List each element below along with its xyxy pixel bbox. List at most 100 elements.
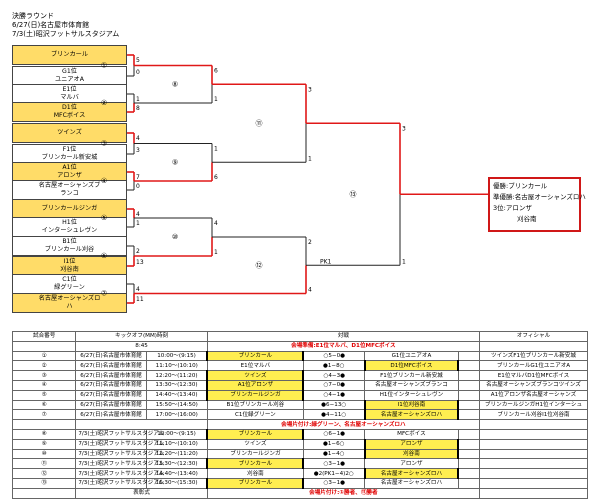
match-number: ⑩ — [172, 233, 178, 241]
team-line-1: A1位 — [62, 164, 77, 171]
match-number: ③ — [101, 140, 107, 148]
team1-cell: ツインズ — [206, 370, 305, 381]
team-line-1: D1位 — [62, 104, 77, 111]
team1-cell: ブリンカール — [206, 477, 305, 489]
match-number-cell: ⑬ — [11, 477, 77, 489]
match-number-cell: ③ — [11, 370, 77, 381]
score-label: 4 — [214, 220, 218, 227]
match-number-cell: ⑪ — [11, 458, 77, 470]
venue-note-cell: 会場片付け:緑グリーン、名古屋オーシャンズロハ — [206, 419, 480, 430]
match-number: ② — [101, 99, 107, 107]
score-label: 3 — [308, 86, 312, 93]
team-line-2: MFCボイス — [53, 112, 86, 119]
score-cell: ○4−1● — [302, 389, 366, 401]
team-line-1: B1位 — [62, 238, 77, 245]
score-label: 3 — [402, 125, 406, 132]
team2-cell: アロンザ — [363, 438, 460, 450]
team1-cell: ブリンカール — [206, 350, 305, 362]
team-line-2: ブリンカール新安城 — [41, 154, 98, 161]
spacer-cell — [457, 477, 480, 489]
match-number-cell: ⑨ — [11, 438, 77, 450]
page-title: 決勝ラウンド — [12, 12, 54, 20]
score-label: 6 — [214, 174, 218, 181]
match-number: ⑦ — [101, 290, 107, 298]
runner-up-line: 準優勝:名古屋オーシャンズロハ — [493, 193, 586, 201]
spacer-cell — [457, 389, 480, 401]
date-venue-cell: 6/27(日)名古屋市体育館 — [75, 379, 147, 391]
spacer-cell — [457, 458, 480, 470]
team-line-1: 名古屋オーシャンズロ — [38, 295, 101, 302]
match-number: ① — [101, 62, 107, 70]
match-number: ④ — [101, 177, 107, 185]
official-cell: E1位マルバD1位MFCボイス — [478, 370, 589, 381]
score-cell: ○4−3● — [302, 370, 366, 381]
team-line-2: ユニアオA — [55, 76, 84, 83]
score-label: 4 — [136, 135, 140, 142]
spacer-cell — [457, 468, 480, 479]
date-venue-cell: 7/3(土)昭沢フットサルスタジアム — [75, 477, 164, 489]
team-line-1: ブリンカールジンガ — [41, 205, 98, 212]
date-venue-cell: 7/3(土)昭沢フットサルスタジアム — [75, 458, 164, 470]
score-label: 3 — [136, 147, 140, 154]
spacer-cell — [457, 409, 480, 421]
kickoff-time-cell: 12:20〜(11:20) — [145, 370, 208, 381]
score-label: 0 — [136, 183, 140, 190]
score-label: 1 — [136, 96, 140, 103]
empty-cell — [11, 340, 77, 352]
team1-cell: A1位アロンザ — [206, 379, 305, 391]
official-cell — [478, 438, 589, 450]
team2-cell: 名古屋オーシャンズロハ — [364, 477, 459, 489]
score-label: 4 — [136, 286, 140, 293]
team-line-2: ブリンカール刈谷 — [44, 246, 95, 253]
official-cell — [478, 468, 589, 479]
header-cell: 対戦 — [206, 331, 480, 342]
team-line-1: ツインズ — [57, 129, 82, 136]
venue-note-cell: 会場片付け:①勝者、⑪勝者 — [206, 487, 480, 499]
team-line-1: 名古屋オーシャンズブ — [38, 182, 101, 189]
score-label: 13 — [136, 259, 144, 266]
score-cell: ●1−8○ — [302, 360, 366, 372]
score-label: 1 — [308, 155, 312, 162]
score-label: 1 — [402, 258, 406, 265]
score-label: 4 — [136, 211, 140, 218]
match-number: ⑧ — [172, 80, 178, 88]
kickoff-time-cell: 14:40〜(13:40) — [145, 389, 208, 401]
team2-cell: I1位刈谷南 — [363, 399, 460, 411]
score-label: 1 — [214, 146, 218, 153]
team1-cell: E1位マルバ — [206, 360, 304, 372]
third-place-line: 3位:アロンザ — [493, 204, 532, 212]
team-line-2: 刈谷南 — [60, 266, 79, 273]
kickoff-time-cell: 12:20〜(11:20) — [145, 448, 208, 460]
score-cell: ○6−1● — [302, 428, 366, 440]
score-label: 0 — [136, 69, 140, 76]
score-label: 1 — [214, 249, 218, 256]
tournament-bracket: 50①18②43③70④41⑤213⑥411⑦61⑧16⑨41⑩31⑪24PK1… — [101, 54, 488, 304]
match-number: ⑨ — [172, 158, 178, 166]
match-number-cell: ⑤ — [11, 389, 77, 401]
team-box: ブリンカール — [12, 45, 127, 65]
time-note-cell: 8:45 — [75, 340, 208, 352]
third-place-line-2: 刈谷南 — [517, 215, 537, 223]
spacer-cell — [457, 399, 480, 411]
date-venue-cell: 6/27(日)名古屋市体育館 — [75, 360, 147, 372]
official-cell: ブリンカール刈谷I1位刈谷南 — [478, 409, 589, 421]
kickoff-time-cell: 13:30〜(12:30) — [145, 458, 208, 470]
venue-note-cell: 会場準備:E1位マルバ、D1位MFCボイス — [206, 340, 480, 352]
match-number: ⑤ — [101, 214, 107, 222]
kickoff-time-cell: 11:10〜(10:10) — [145, 438, 208, 450]
match-number-cell: ⑦ — [11, 409, 77, 421]
header-cell: オフィシャル — [478, 331, 589, 342]
team-line-2: 緑グリーン — [54, 284, 85, 291]
team2-cell: 刈谷南 — [363, 448, 460, 460]
date-venue-cell: 6/27(日)名古屋市体育館 — [75, 389, 147, 401]
team-line-1: I1位 — [63, 258, 76, 265]
score-label: 6 — [214, 68, 218, 75]
champion-line: 優勝:ブリンカール — [493, 182, 548, 190]
header-cell: キックオフ(MM)時刻 — [75, 331, 208, 342]
official-cell: 名古屋オーシャンズブランコツインズ — [478, 379, 589, 391]
official-cell — [478, 458, 589, 470]
